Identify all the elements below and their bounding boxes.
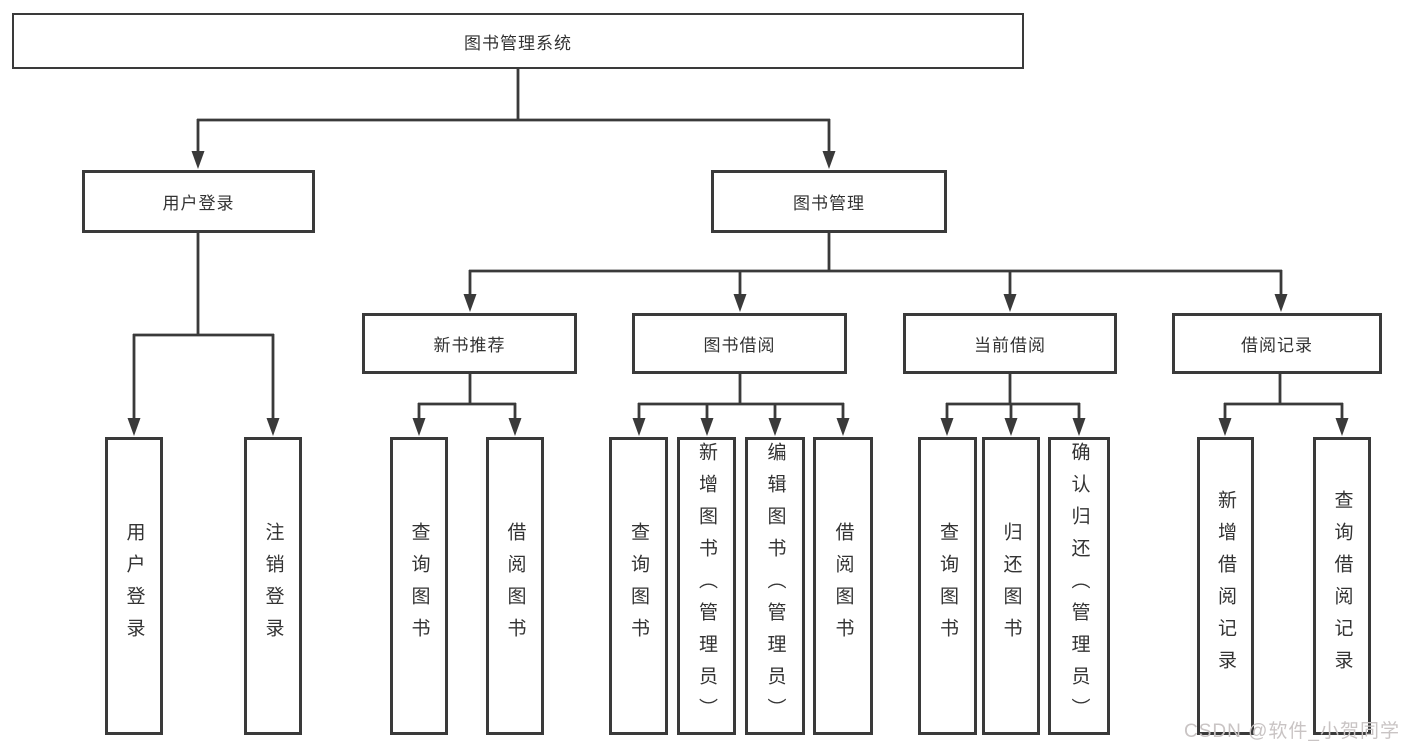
- connector-borrowing-records-to-leaves: [1218, 374, 1349, 436]
- leaf-logout: 注销登录: [244, 437, 302, 735]
- leaf-edit-books-admin: 编辑图书（管理员）: [745, 437, 805, 735]
- connector-new-book-recommend-to-leaves: [412, 374, 522, 436]
- leaf-borrow-books: 借阅图书: [486, 437, 544, 735]
- node-book-management: 图书管理: [711, 170, 947, 233]
- leaf-user-login: 用户登录: [105, 437, 163, 735]
- leaf-borrow-books: 借阅图书: [813, 437, 873, 735]
- csdn-watermark: CSDN @软件_小贺同学: [1184, 721, 1400, 742]
- connector-user-login-to-leaves: [127, 233, 280, 436]
- connector-root-to-level2: [191, 69, 836, 169]
- leaf-query-books: 查询图书: [390, 437, 448, 735]
- leaf-add-books-admin: 新增图书（管理员）: [677, 437, 736, 735]
- node-user-login: 用户登录: [82, 170, 315, 233]
- node-borrowing-records: 借阅记录: [1172, 313, 1382, 374]
- leaf-return-books: 归还图书: [982, 437, 1040, 735]
- leaf-query-books: 查询图书: [609, 437, 668, 735]
- leaf-confirm-return-admin: 确认归还（管理员）: [1048, 437, 1110, 735]
- leaf-add-borrow-record: 新增借阅记录: [1197, 437, 1254, 735]
- node-new-book-recommend: 新书推荐: [362, 313, 577, 374]
- leaf-query-books: 查询图书: [918, 437, 977, 735]
- node-current-borrowing: 当前借阅: [903, 313, 1117, 374]
- node-book-borrowing: 图书借阅: [632, 313, 847, 374]
- connector-book-borrowing-to-leaves: [632, 374, 850, 436]
- connector-book-management-to-level3: [463, 233, 1288, 312]
- leaf-query-borrow-record: 查询借阅记录: [1313, 437, 1371, 735]
- root-node: 图书管理系统: [12, 13, 1024, 69]
- connector-current-borrowing-to-leaves: [940, 374, 1086, 436]
